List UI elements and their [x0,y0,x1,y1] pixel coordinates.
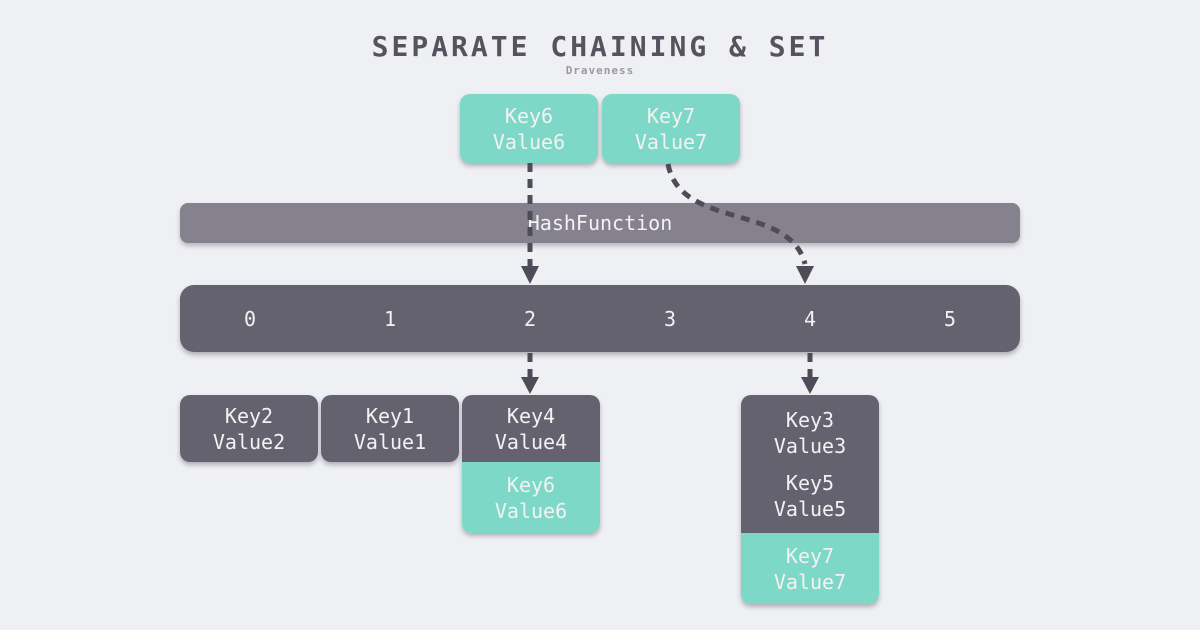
node-key-label: Key2 [224,403,274,428]
key-value-pair: Key5 Value5 [774,470,846,522]
chain-node-key6-inserted: Key6 Value6 [462,462,600,533]
bucket-cell-5: 5 [943,306,957,331]
page-title: SEPARATE CHAINING & SET [371,30,829,63]
node-key-label: Key5 [785,470,835,495]
arrow-bucket4-to-chain [801,353,819,394]
incoming-node-key7: Key7 Value7 [602,94,740,163]
bucket-cell-4: 4 [803,306,817,331]
incoming-node-key6: Key6 Value6 [460,94,598,163]
node-key-label: Key3 [785,407,835,432]
key-value-pair: Key4 Value4 [495,403,567,455]
node-value-label: Value7 [634,129,708,154]
key-value-pair: Key7 Value7 [774,543,846,595]
hash-function-bar: HashFunction [180,203,1020,243]
node-key-label: Key6 [504,103,554,128]
chain-node-key2: Key2 Value2 [180,395,318,462]
node-key-label: Key7 [646,103,696,128]
bucket-cell-2: 2 [523,306,537,331]
arrow-bucket2-to-chain [521,353,539,394]
bucket-array: 0 1 2 3 4 5 [180,285,1020,352]
node-value-label: Value3 [773,433,847,458]
node-key-label: Key6 [506,472,556,497]
chain-bucket4: Key3 Value3 Key5 Value5 Key7 Value7 [741,395,879,604]
node-value-label: Value6 [492,129,566,154]
node-value-label: Value7 [773,569,847,594]
author-watermark: Draveness [565,64,635,77]
node-value-label: Value2 [212,429,286,454]
chain-nodes-key3-key5: Key3 Value3 Key5 Value5 [741,395,879,533]
chain-node-key1: Key1 Value1 [321,395,459,462]
node-value-label: Value6 [494,498,568,523]
hash-function-label: HashFunction [527,211,673,235]
key-value-pair: Key6 Value6 [495,472,567,524]
node-key-label: Key4 [506,403,556,428]
key-value-pair: Key3 Value3 [774,407,846,459]
node-key-label: Key7 [785,543,835,568]
node-value-label: Value1 [353,429,427,454]
node-value-label: Value4 [494,429,568,454]
chain-node-key4: Key4 Value4 [462,395,600,462]
node-value-label: Value5 [773,496,847,521]
bucket-cell-1: 1 [383,306,397,331]
chain-bucket2: Key4 Value4 Key6 Value6 [462,395,600,533]
node-key-label: Key1 [365,403,415,428]
chain-node-key7-inserted: Key7 Value7 [741,533,879,604]
bucket-cell-3: 3 [663,306,677,331]
bucket-cell-0: 0 [243,306,257,331]
